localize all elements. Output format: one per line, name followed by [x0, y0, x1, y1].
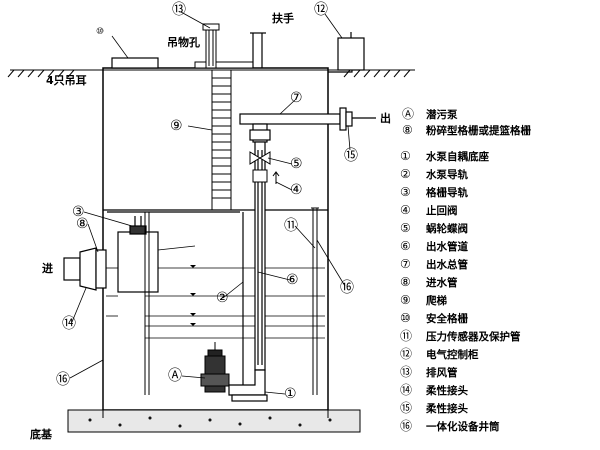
legend-text: 一体化设备井筒	[426, 420, 500, 433]
pressure-sensor-pipe	[311, 207, 319, 395]
legend-text: 压力传感器及保护管	[426, 330, 521, 343]
discharge-pipe	[249, 123, 271, 371]
legend-text: 柔性接头	[425, 384, 468, 397]
callout-butterfly-valve: ⑤	[290, 156, 303, 172]
outlet-header-pipe	[239, 107, 376, 131]
auto-coupling-base	[228, 369, 268, 402]
legend-text: 出水管道	[426, 240, 468, 253]
grille-platform	[103, 209, 328, 213]
control-cabinet	[328, 32, 365, 73]
legend-number: ⑮	[400, 401, 412, 415]
legend-number: ⑦	[400, 257, 411, 271]
legend-text: 蜗轮蝶阀	[426, 222, 468, 235]
legend-text: 爬梯	[425, 294, 447, 307]
legend-number: ④	[400, 203, 411, 217]
legend-number: ②	[400, 167, 411, 181]
callout-flex-joint-inlet: ⑭	[62, 316, 76, 332]
label-outlet: 出	[380, 111, 391, 125]
callout-pump-rail: ②	[216, 290, 229, 306]
callout-tank-right: ⑯	[340, 280, 354, 296]
legend-text: 格栅导轨	[426, 186, 468, 199]
legend-text: 安全格栅	[426, 312, 468, 325]
legend-number: ⑧	[402, 123, 413, 137]
legend-number: ①	[400, 149, 411, 163]
leader-lines	[69, 11, 351, 395]
ladder	[211, 70, 232, 210]
callout-pump: Ⓐ	[168, 368, 182, 384]
callout-pressure-sensor: ⑪	[284, 218, 298, 234]
legend-number: ⑬	[400, 365, 412, 379]
legend-number: ⑨	[400, 293, 411, 307]
check-valve	[252, 169, 280, 184]
legend-text: 潜污泵	[426, 108, 458, 121]
legend-text: 电气控制柜	[426, 348, 479, 361]
label-handrail: 扶手	[272, 11, 294, 25]
legend-number: ⑥	[400, 239, 411, 253]
legend-number: ⑧	[400, 275, 411, 289]
label-hoist-hole: 吊物孔	[167, 35, 200, 49]
legend-text: 止回阀	[426, 204, 458, 217]
callout-ladder: ⑨	[170, 118, 183, 134]
legend-number: ⑯	[400, 419, 412, 433]
butterfly-valve	[249, 151, 271, 165]
callout-grille-rail: ③	[72, 204, 85, 220]
legend-text: 排风管	[426, 366, 458, 379]
legend-text: 水泵导轨	[425, 168, 468, 181]
inlet-pipe	[63, 247, 107, 291]
callout-flex-joint-outlet: ⑮	[344, 148, 358, 164]
grille-basket	[117, 216, 159, 293]
water-level-markers	[190, 265, 196, 326]
callout-check-valve: ④	[290, 182, 303, 198]
callout-tank-left: ⑯	[56, 372, 70, 388]
label-inlet: 进	[42, 261, 53, 275]
legend-number: ⑩	[400, 311, 411, 325]
legend-number: ⑪	[400, 329, 412, 343]
callout-vent-pipe: ⑬	[172, 2, 186, 18]
callout-control-cabinet: ⑫	[314, 2, 328, 18]
callout-discharge-pipe: ⑥	[286, 272, 299, 288]
legend-text: 进水管	[426, 276, 458, 289]
legend-number: ⑤	[400, 221, 411, 235]
label-foundation: 底基	[30, 427, 53, 441]
legend-number: Ⓐ	[402, 107, 414, 121]
vent-pipe	[202, 23, 220, 69]
legend-number: ③	[400, 185, 411, 199]
legend: Ⓐ 潜污泵 ⑧ 粉碎型格栅或提篮格栅 ① 水泵自耦底座 ② 水泵导轨 ③ 格栅导轨 ④ 止回阀 ⑤ 蜗轮蝶…	[400, 107, 531, 433]
legend-text: 粉碎型格栅或提篮格栅	[426, 124, 531, 137]
legend-number: ⑫	[400, 347, 412, 361]
legend-number: ⑭	[400, 383, 412, 397]
submersible-pump	[200, 342, 230, 393]
legend-text: 出水总管	[426, 258, 468, 271]
hoist-hole-plate	[194, 61, 254, 69]
callout-inlet-pipe: ⑧	[76, 216, 89, 232]
callout-safety-grille: ⑩	[96, 27, 104, 37]
label-lifting-lugs: 4只吊耳	[46, 74, 87, 87]
foundation-base	[67, 405, 361, 433]
safety-grille	[111, 57, 159, 69]
grille-guide-rail	[144, 212, 150, 395]
handrail	[250, 32, 266, 68]
water-level-lines	[106, 267, 325, 339]
legend-text: 水泵自耦底座	[425, 150, 489, 163]
legend-text: 柔性接头	[425, 402, 468, 415]
callout-outlet-header: ⑦	[290, 90, 303, 106]
callout-coupling-base: ①	[284, 386, 297, 402]
